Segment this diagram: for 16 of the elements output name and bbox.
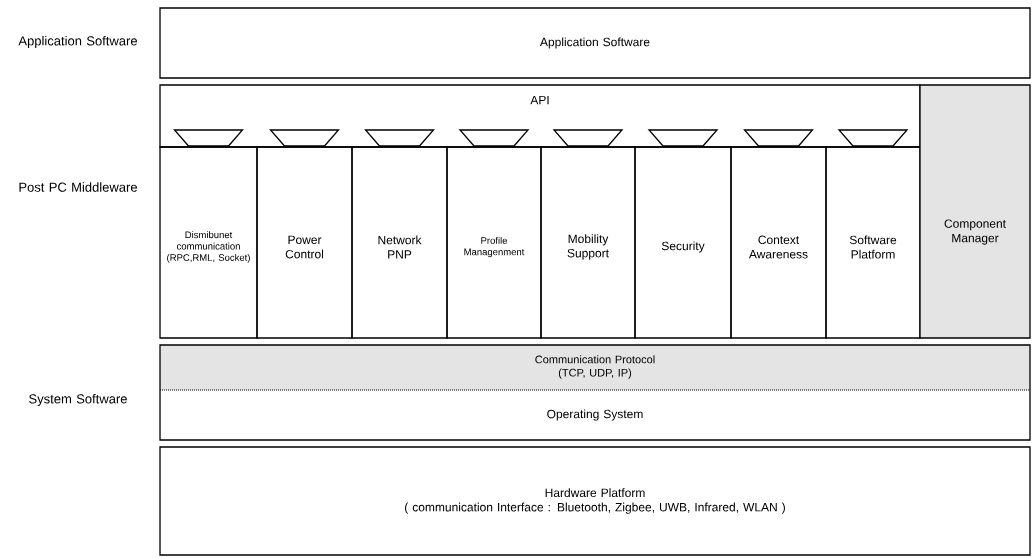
api-band: API xyxy=(159,84,921,148)
module-box: Dismibunet communication (RPC,RML, Socket) xyxy=(159,146,258,339)
module-box: Power Control xyxy=(256,146,353,339)
module-box: Mobility Support xyxy=(540,146,636,339)
layer-label: Application Software xyxy=(18,35,137,49)
layer-box: Hardware Platform ( communication Interface : Bluetooth, Zigbee, UWB, Infrared, WLAN ) xyxy=(159,446,1031,556)
layer-label: Post PC Middleware xyxy=(19,182,137,192)
layer-box: Operating System xyxy=(159,389,1031,441)
module-box: Network PNP xyxy=(351,146,448,339)
module-box: Profile Managenment xyxy=(446,146,542,339)
layer-label: System Software xyxy=(29,393,127,407)
layer-box: Application Software xyxy=(159,7,1031,79)
module-box: Context Awareness xyxy=(730,146,827,339)
module-box: Component Manager xyxy=(919,84,1031,339)
protocol-band: Communication Protocol (TCP, UDP, IP) xyxy=(159,344,1031,391)
module-box: Security xyxy=(634,146,732,339)
